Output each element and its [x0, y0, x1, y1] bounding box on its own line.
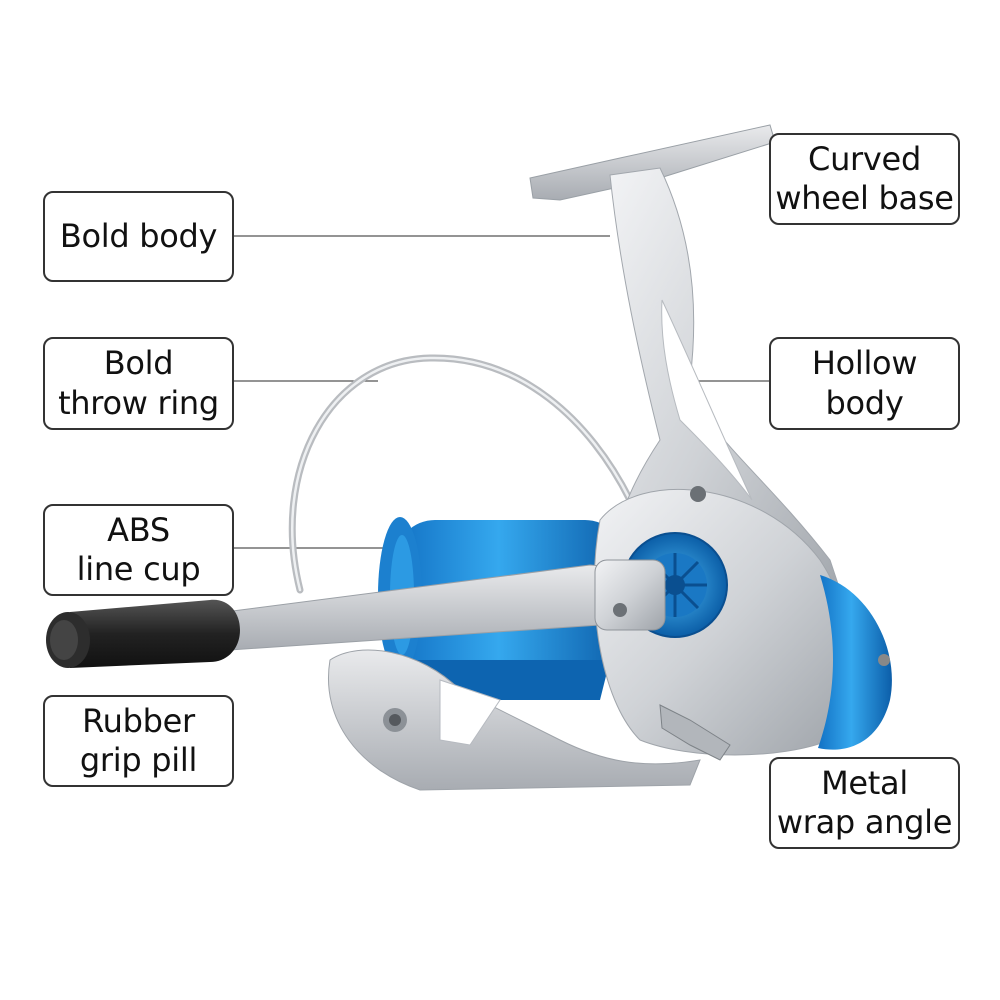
reel-body: [328, 124, 892, 791]
callout-bold-throw-ring: Bold throw ring: [43, 337, 234, 430]
callout-metal-wrap-angle: Metal wrap angle: [769, 757, 960, 849]
callout-hollow-body: Hollow body: [769, 337, 960, 430]
callout-abs-line-cup: ABS line cup: [43, 504, 234, 596]
rubber-grip: [46, 599, 240, 668]
metal-wrap-angle: [659, 704, 731, 761]
callout-curved-wheel-base: Curved wheel base: [769, 133, 960, 225]
callout-bold-body: Bold body: [43, 191, 234, 282]
callout-rubber-grip-pill: Rubber grip pill: [43, 695, 234, 787]
